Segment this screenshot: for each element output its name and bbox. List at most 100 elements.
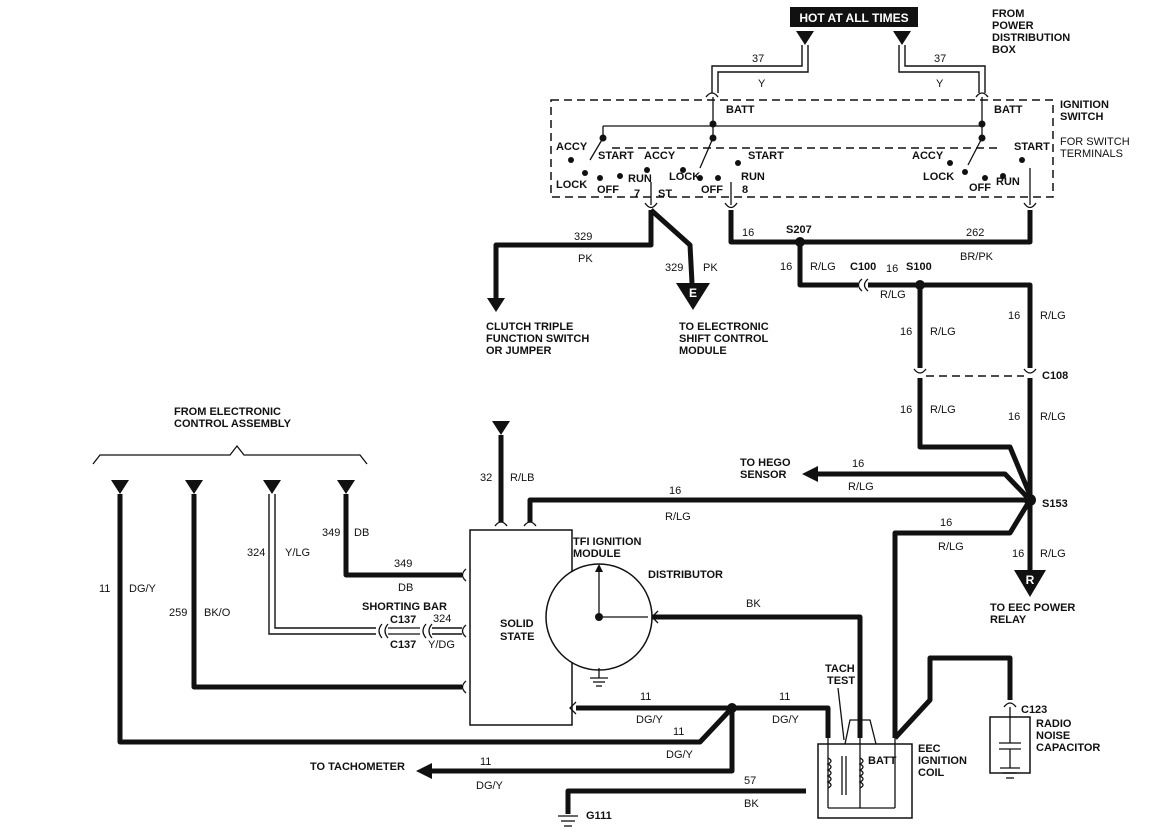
wire-37-right-a [898, 45, 980, 93]
capacitor-connector [1003, 702, 1017, 708]
wire-16-coil [892, 498, 1033, 738]
clutch-label-1: CLUTCH TRIPLE [486, 321, 573, 333]
clutch-arrow [487, 298, 505, 312]
wire-16-tfi-color: R/LG [665, 511, 691, 523]
c137-connector-b [384, 623, 389, 639]
wire-16-262-run [728, 210, 1033, 245]
wire-16-c-color: R/LG [930, 326, 956, 338]
coil-batt-label: BATT [868, 755, 897, 767]
c137-connector-d [428, 623, 433, 639]
clutch-label-3: OR JUMPER [486, 345, 551, 357]
wire-259-color: BK/O [204, 607, 231, 619]
wire-329-clutch [493, 210, 654, 298]
start-label-1: START [598, 150, 634, 162]
hego-arrow [802, 466, 818, 482]
wire-329-number: 329 [574, 231, 592, 243]
s100-label: S100 [906, 261, 932, 273]
switch-blade-3 [967, 137, 983, 166]
wire-16-c-number: 16 [900, 326, 912, 338]
wire-57 [565, 788, 806, 814]
wire-262-number: 262 [966, 227, 984, 239]
coil-label-3: COIL [918, 767, 945, 779]
wire-16-f-color: R/LG [1040, 411, 1066, 423]
solid-state-label-2: STATE [500, 631, 534, 643]
hego-label-2: SENSOR [740, 469, 787, 481]
eca-arrow-2 [185, 480, 203, 494]
wire-349 [343, 494, 462, 578]
tfi-pin-b [523, 521, 537, 527]
wire-16-e-color: R/LG [930, 404, 956, 416]
wire-349-number-2: 349 [394, 558, 412, 570]
s153-label: S153 [1042, 498, 1068, 510]
c108-connector-left [913, 368, 927, 374]
eec-relay-label-1: TO EEC POWER [990, 602, 1075, 614]
run-connector [724, 202, 738, 209]
wire-37-right-b [904, 45, 986, 93]
for-switch-terminals-2: TERMINALS [1060, 148, 1123, 160]
start-label-3: START [1014, 141, 1050, 153]
wire-37-left-color: Y [758, 78, 766, 90]
wire-16-a-color: R/LG [810, 261, 836, 273]
tachometer-arrow [416, 763, 432, 779]
off-label-2: OFF [701, 184, 723, 196]
wire-37-left-a [711, 45, 803, 93]
distributor-rotor-tip [595, 564, 603, 572]
c137-connector-c [422, 623, 427, 639]
from-pdb-line4: BOX [992, 44, 1017, 56]
wire-37-left-number: 37 [752, 53, 764, 65]
wire-11-c-color: DG/Y [666, 749, 694, 761]
wire-16-f-number: 16 [1008, 411, 1020, 423]
wire-37-right-number: 37 [934, 53, 946, 65]
ignition-switch-label1: IGNITION [1060, 99, 1109, 111]
wire-324-tfi-number: 324 [433, 613, 451, 625]
switch-contacts [568, 120, 1025, 181]
st-connector [644, 202, 658, 209]
radio-cap-label-1: RADIO [1036, 718, 1072, 730]
tach-test-pointer [837, 687, 845, 741]
c100-connector-b [863, 278, 869, 292]
pin-7-label: 7 [634, 188, 640, 200]
clutch-label-2: FUNCTION SWITCH [486, 333, 589, 345]
distributor-center [595, 613, 603, 621]
wire-16-relay-color: R/LG [1040, 548, 1066, 560]
fuse-arrow-left [796, 31, 814, 45]
wire-32-number: 32 [480, 472, 492, 484]
connector-r [1014, 570, 1046, 597]
to-tachometer-label: TO TACHOMETER [310, 761, 405, 773]
from-pdb-line3: DISTRIBUTION [992, 32, 1070, 44]
batt-label-left: BATT [726, 104, 755, 116]
c137-label-top: C137 [390, 614, 416, 626]
run-label-1: RUN [628, 173, 652, 185]
wire-329-esc [649, 208, 695, 284]
pin-8-label: 8 [742, 184, 748, 196]
esc-label-3: MODULE [679, 345, 727, 357]
wire-16-c108-left [917, 378, 1033, 496]
wire-16-d-number: 16 [1008, 310, 1020, 322]
tfi-pin-11 [569, 701, 577, 715]
wire-11-tach-color: DG/Y [476, 780, 504, 792]
lock-label-1: LOCK [556, 179, 587, 191]
wire-11-tach [432, 708, 735, 774]
wire-37-left-b [717, 45, 809, 93]
c108-label: C108 [1042, 370, 1068, 382]
wire-11-eca-color: DG/Y [129, 583, 157, 595]
accy-label-3: ACCY [912, 150, 944, 162]
wire-16-hego-color: R/LG [848, 481, 874, 493]
wire-11-b-number: 11 [779, 691, 790, 703]
coil-box [817, 743, 913, 819]
tach-test-label-1: TACH [825, 663, 855, 675]
wire-324-number: 324 [247, 547, 265, 559]
s207-label: S207 [786, 224, 812, 236]
wire-329-color: PK [578, 253, 593, 265]
start-label-2: START [748, 150, 784, 162]
c100-label: C100 [850, 261, 876, 273]
coil-terminal-lines [827, 738, 896, 808]
switch-blade-2 [699, 137, 714, 169]
connector-r-label: R [1026, 573, 1035, 587]
c123-label: C123 [1021, 704, 1047, 716]
c137-label-bottom: C137 [390, 639, 416, 651]
wire-16-coil-color: R/LG [938, 541, 964, 553]
hot-at-all-times-label: HOT AT ALL TIMES [799, 11, 908, 25]
wire-16-b-number: 16 [886, 263, 898, 275]
radio-cap-label-2: NOISE [1036, 730, 1070, 742]
